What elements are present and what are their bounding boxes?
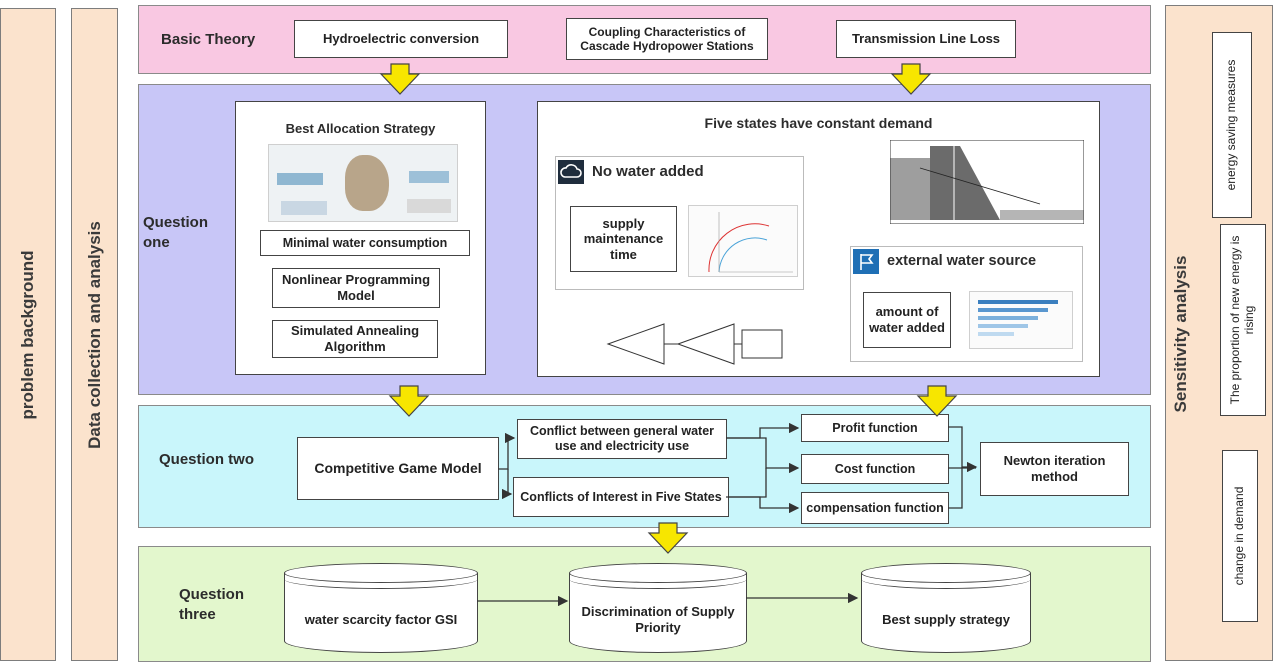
minimal-water-box: Minimal water consumption [260, 230, 470, 256]
competitive-game-box: Competitive Game Model [297, 437, 499, 500]
sensitivity-analysis-panel: Sensitivity analysis energy saving measu… [1165, 5, 1273, 661]
question-two-band: Question two Competitive Game Model Conf… [138, 405, 1151, 528]
new-energy-box: The proportion of new energy is rising [1220, 224, 1266, 416]
polar-plot-thumbnail [688, 205, 798, 277]
compensation-function-box: compensation function [801, 492, 949, 524]
dam-diagram [889, 139, 1085, 225]
energy-saving-box: energy saving measures [1212, 32, 1252, 218]
question-one-label: Question one [143, 214, 209, 252]
bar-chart-thumbnail [969, 291, 1073, 349]
amount-water-box: amount of water added [863, 292, 951, 348]
water-scarcity-gsi-cylinder: water scarcity factor GSI [284, 563, 478, 653]
problem-background-label: problem background [18, 249, 37, 420]
flag-icon [853, 249, 879, 274]
question-three-band: Question three water scarcity factor GSI… [138, 546, 1151, 662]
profit-function-box: Profit function [801, 414, 949, 442]
demand-change-box: change in demand [1222, 450, 1258, 622]
question-two-label: Question two [159, 451, 254, 468]
problem-background-panel: problem background [0, 8, 56, 661]
question-one-band: Question one Best Allocation Strategy Mi… [138, 84, 1151, 395]
data-collection-panel: Data collection and analysis [71, 8, 118, 661]
best-allocation-title: Best Allocation Strategy [285, 121, 436, 136]
nonlinear-model-box: Nonlinear Programming Model [272, 268, 440, 308]
map-illustration [268, 144, 458, 222]
cloud-icon [558, 160, 584, 184]
external-water-title: external water source [887, 253, 1037, 269]
conflict-five-states-box: Conflicts of Interest in Five States [513, 477, 729, 517]
external-water-panel: external water source amount of water ad… [850, 246, 1083, 362]
newton-iteration-box: Newton iteration method [980, 442, 1129, 496]
question-three-label: Question three [179, 586, 245, 623]
data-collection-label: Data collection and analysis [84, 220, 104, 449]
basic-theory-label: Basic Theory [161, 31, 256, 48]
sensitivity-analysis-label: Sensitivity analysis [1171, 255, 1190, 413]
conflict-water-electricity-box: Conflict between general water use and e… [517, 419, 727, 459]
no-water-panel: No water added supply maintenance time [555, 156, 804, 290]
coupling-characteristics-box: Coupling Characteristics of Cascade Hydr… [566, 18, 768, 60]
hydroelectric-conversion-box: Hydroelectric conversion [294, 20, 508, 58]
simulated-annealing-box: Simulated Annealing Algorithm [272, 320, 438, 358]
no-water-title: No water added [592, 163, 704, 180]
supply-priority-cylinder: Discrimination of Supply Priority [569, 563, 747, 653]
best-supply-strategy-cylinder: Best supply strategy [861, 563, 1031, 653]
basic-theory-band: Basic Theory Hydroelectric conversion Co… [138, 5, 1151, 74]
cost-function-box: Cost function [801, 454, 949, 484]
supply-time-box: supply maintenance time [570, 206, 677, 272]
cascade-reservoir-sketch [594, 300, 784, 370]
five-states-title: Five states have constant demand [704, 115, 933, 131]
transmission-line-loss-box: Transmission Line Loss [836, 20, 1016, 58]
five-states-panel: Five states have constant demand No wate… [537, 101, 1100, 377]
best-allocation-panel: Best Allocation Strategy Minimal water c… [235, 101, 486, 375]
